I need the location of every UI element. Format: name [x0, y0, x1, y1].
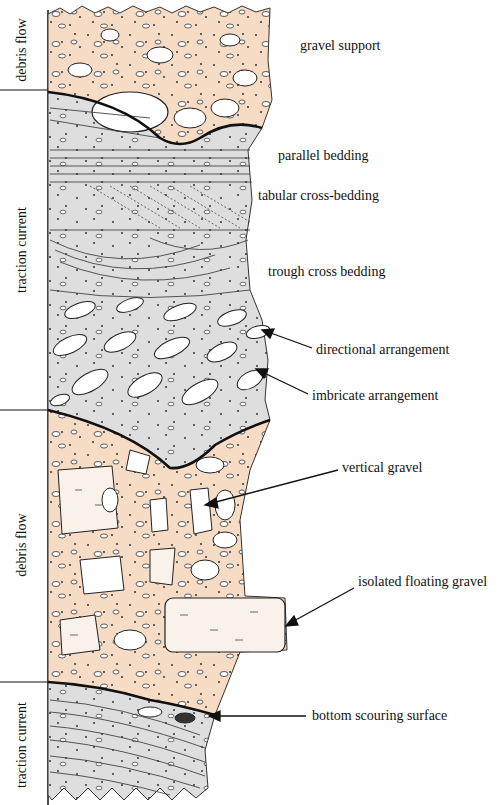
facies-label: debris flow [14, 513, 30, 576]
feature-label: isolated floating gravel [358, 574, 487, 590]
feature-label: bottom scouring surface [312, 708, 447, 724]
feature-label: imbricate arrangement [312, 388, 438, 404]
facies-label: debris flow [14, 18, 30, 81]
feature-label: gravel support [300, 38, 380, 54]
feature-label: tabular cross-bedding [258, 188, 379, 204]
feature-label: trough cross bedding [268, 264, 385, 280]
facies-label: traction current [14, 207, 30, 293]
facies-label: traction current [14, 702, 30, 788]
feature-label: parallel bedding [278, 148, 369, 164]
feature-label: directional arrangement [316, 342, 449, 358]
feature-label: vertical gravel [342, 460, 422, 476]
